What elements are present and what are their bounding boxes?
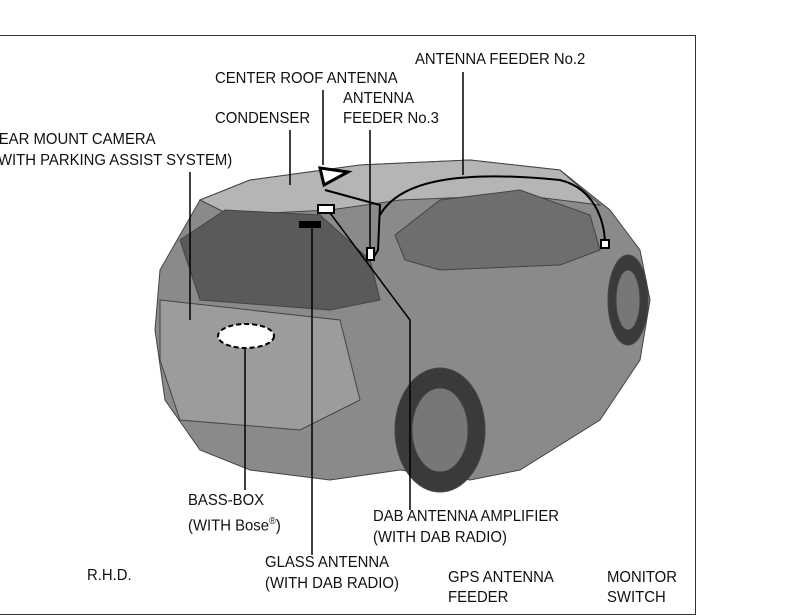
label-condenser: CONDENSER	[215, 110, 311, 127]
leader-lines	[189, 72, 464, 555]
center-roof-antenna-marker	[318, 166, 353, 188]
label-monitor-switch-line1: MONITOR	[607, 569, 677, 586]
vehicle-illustration	[154, 72, 651, 555]
label-center-roof-antenna: CENTER ROOF ANTENNA	[215, 70, 398, 87]
antenna-feeder-no2-cable	[379, 175, 606, 246]
label-monitor-switch-line2: SWITCH	[607, 589, 666, 606]
car-body	[154, 159, 651, 493]
label-bass-box-line1: BASS-BOX	[188, 492, 265, 509]
label-rear-camera-line2: (WITH PARKING ASSIST SYSTEM)	[0, 152, 233, 169]
rear-window	[179, 209, 381, 311]
label-dab-amplifier-line1: DAB ANTENNA AMPLIFIER	[373, 508, 560, 525]
label-rear-camera-line1: REAR MOUNT CAMERA	[0, 131, 156, 148]
label-glass-antenna-line2: (WITH DAB RADIO)	[265, 575, 399, 592]
label-dab-amplifier-line2: (WITH DAB RADIO)	[373, 529, 507, 546]
label-rhd: R.H.D.	[87, 567, 132, 584]
side-windows	[394, 189, 601, 271]
label-antenna-feeder-no3-line1: ANTENNA	[343, 90, 415, 107]
label-antenna-feeder-no2: ANTENNA FEEDER No.2	[415, 51, 586, 68]
label-gps-feeder-line2: FEEDER	[448, 589, 509, 606]
label-gps-feeder-line1: GPS ANTENNA	[448, 569, 554, 586]
tailgate	[159, 299, 361, 431]
label-glass-antenna-line1: GLASS ANTENNA	[265, 554, 390, 571]
label-bass-box-line2: (WITH Bose®)	[188, 516, 281, 535]
label-antenna-feeder-no3-line2: FEEDER No.3	[343, 110, 439, 127]
bass-box-marker	[217, 323, 275, 349]
dab-amplifier-marker	[317, 204, 335, 214]
